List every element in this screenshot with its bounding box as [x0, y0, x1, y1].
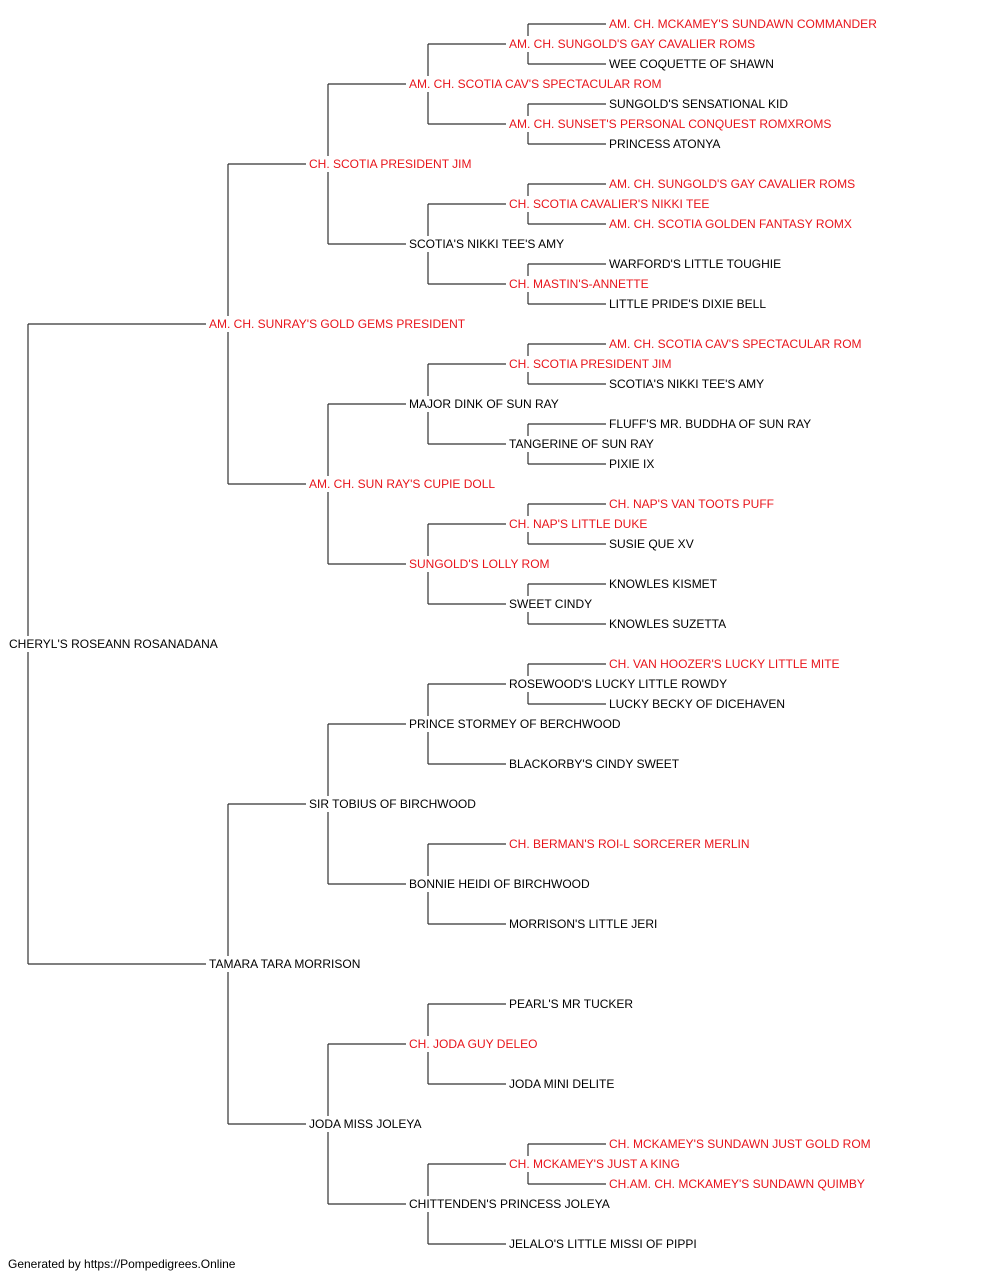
pedigree-entry-gen5: SUSIE QUE XV [608, 537, 695, 551]
pedigree-entry-gen2: JODA MISS JOLEYA [308, 1117, 423, 1131]
pedigree-entry-gen5: AM. CH. SCOTIA CAV'S SPECTACULAR ROM [608, 337, 863, 351]
pedigree-entry-gen4: AM. CH. SUNGOLD'S GAY CAVALIER ROMS [508, 37, 757, 51]
pedigree-entry-gen3: SCOTIA'S NIKKI TEE'S AMY [408, 237, 566, 251]
pedigree-entry-gen4: CH. MASTIN'S-ANNETTE [508, 277, 650, 291]
pedigree-entry-gen4: CH. SCOTIA CAVALIER'S NIKKI TEE [508, 197, 711, 211]
pedigree-entry-gen5: CH. VAN HOOZER'S LUCKY LITTLE MITE [608, 657, 841, 671]
pedigree-entry-gen4: JELALO'S LITTLE MISSI OF PIPPI [508, 1237, 698, 1251]
pedigree-entry-gen3: SUNGOLD'S LOLLY ROM [408, 557, 551, 571]
pedigree-entry-gen4: PEARL'S MR TUCKER [508, 997, 635, 1011]
pedigree-entry-gen4: CH. BERMAN'S ROI-L SORCERER MERLIN [508, 837, 751, 851]
pedigree-entry-gen2: SIR TOBIUS OF BIRCHWOOD [308, 797, 477, 811]
pedigree-entry-gen5: PIXIE IX [608, 457, 656, 471]
pedigree-entry-gen1: AM. CH. SUNRAY'S GOLD GEMS PRESIDENT [208, 317, 467, 331]
pedigree-entry-gen5: KNOWLES SUZETTA [608, 617, 728, 631]
pedigree-entry-gen5: AM. CH. SCOTIA GOLDEN FANTASY ROMX [608, 217, 853, 231]
pedigree-entry-gen4: MORRISON'S LITTLE JERI [508, 917, 659, 931]
pedigree-entry-gen3: PRINCE STORMEY OF BERCHWOOD [408, 717, 622, 731]
pedigree-entry-gen4: CH. NAP'S LITTLE DUKE [508, 517, 649, 531]
pedigree-entry-gen5: WEE COQUETTE OF SHAWN [608, 57, 775, 71]
pedigree-entry-gen4: BLACKORBY'S CINDY SWEET [508, 757, 681, 771]
pedigree-entry-gen3: MAJOR DINK OF SUN RAY [408, 397, 560, 411]
pedigree-entry-gen2: CH. SCOTIA PRESIDENT JIM [308, 157, 473, 171]
pedigree-entry-gen5: WARFORD'S LITTLE TOUGHIE [608, 257, 783, 271]
pedigree-entry-gen4: TANGERINE OF SUN RAY [508, 437, 655, 451]
pedigree-entry-gen5: SUNGOLD'S SENSATIONAL KID [608, 97, 789, 111]
pedigree-entry-gen4: ROSEWOOD'S LUCKY LITTLE ROWDY [508, 677, 729, 691]
pedigree-entry-gen5: CH. MCKAMEY'S SUNDAWN JUST GOLD ROM [608, 1137, 872, 1151]
pedigree-entry-gen5: SCOTIA'S NIKKI TEE'S AMY [608, 377, 766, 391]
pedigree-entry-gen4: JODA MINI DELITE [508, 1077, 616, 1091]
pedigree-entry-gen0: CHERYL'S ROSEANN ROSANADANA [8, 637, 219, 651]
pedigree-entry-gen4: CH. SCOTIA PRESIDENT JIM [508, 357, 673, 371]
pedigree-entry-gen5: LUCKY BECKY OF DICEHAVEN [608, 697, 787, 711]
pedigree-entry-gen3: CH. JODA GUY DELEO [408, 1037, 539, 1051]
pedigree-entry-gen5: CH. NAP'S VAN TOOTS PUFF [608, 497, 775, 511]
pedigree-entry-gen5: KNOWLES KISMET [608, 577, 719, 591]
pedigree-entry-gen5: LITTLE PRIDE'S DIXIE BELL [608, 297, 768, 311]
pedigree-entry-gen5: FLUFF'S MR. BUDDHA OF SUN RAY [608, 417, 813, 431]
pedigree-entry-gen3: CHITTENDEN'S PRINCESS JOLEYA [408, 1197, 611, 1211]
pedigree-entry-gen5: AM. CH. MCKAMEY'S SUNDAWN COMMANDER [608, 17, 878, 31]
pedigree-entry-gen5: AM. CH. SUNGOLD'S GAY CAVALIER ROMS [608, 177, 857, 191]
pedigree-entry-gen4: AM. CH. SUNSET'S PERSONAL CONQUEST ROMXR… [508, 117, 833, 131]
pedigree-entry-gen3: BONNIE HEIDI OF BIRCHWOOD [408, 877, 591, 891]
footer-credit: Generated by https://Pompedigrees.Online [8, 1257, 236, 1271]
pedigree-entry-gen4: SWEET CINDY [508, 597, 594, 611]
pedigree-entry-gen5: CH.AM. CH. MCKAMEY'S SUNDAWN QUIMBY [608, 1177, 866, 1191]
pedigree-entry-gen2: AM. CH. SUN RAY'S CUPIE DOLL [308, 477, 497, 491]
pedigree-entry-gen5: PRINCESS ATONYA [608, 137, 722, 151]
pedigree-entry-gen4: CH. MCKAMEY'S JUST A KING [508, 1157, 681, 1171]
pedigree-entry-gen3: AM. CH. SCOTIA CAV'S SPECTACULAR ROM [408, 77, 663, 91]
pedigree-entry-gen1: TAMARA TARA MORRISON [208, 957, 362, 971]
